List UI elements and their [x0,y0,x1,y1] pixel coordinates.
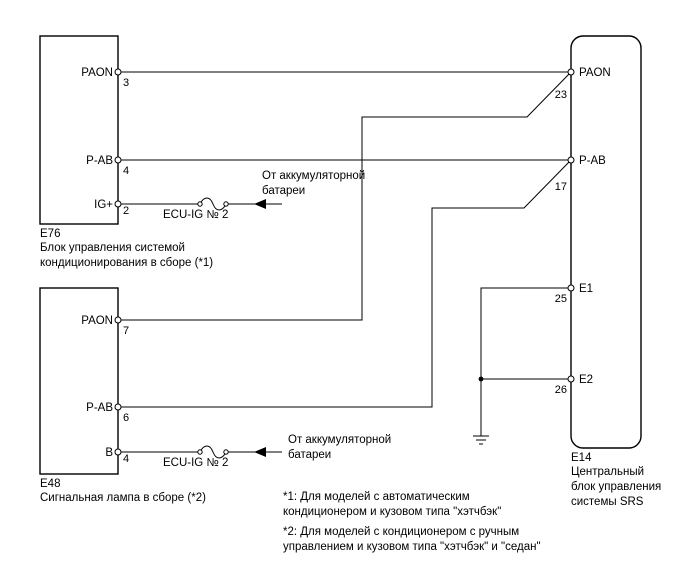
e76-component-name-line1: Блок управления системой [40,242,185,254]
e48-pin-signal-pab: P-AB [86,402,113,414]
wire-e48-pab-to-e14-pab [118,159,572,408]
e48-pin-number-b: 4 [123,453,129,465]
e48-component-name: Сигнальная лампа в сборе (*2) [40,492,206,504]
e14-pin-number-paon: 23 [555,89,567,101]
footnote-2-line1: *2: Для моделей с кондиционером с ручным [283,526,519,538]
e14-terminal-e2 [567,375,575,383]
wire-e14-e1-to-ground [480,287,571,436]
terminals [114,68,575,456]
e48-pin-number-pab: 6 [123,412,129,424]
ground-icon [473,435,489,445]
e76-pin-number-paon: 3 [123,77,129,89]
e48-fuse-label: ECU-IG № 2 [163,457,228,469]
e48-fuse-symbol [197,445,229,459]
e76-fuse-symbol [197,197,229,211]
e76-battery-label-line1: От аккумуляторной [262,170,365,182]
e14-pin-signal-pab: P-AB [579,155,606,167]
e14-terminal-e1 [567,284,575,292]
footnote-1-line1: *1: Для моделей с автоматическим [283,491,470,503]
e14-terminal-pab [567,156,575,164]
e48-warning-lamp-box [39,287,119,475]
e48-component-code: E48 [40,478,60,490]
e48-pin-number-paon: 7 [123,325,129,337]
e48-terminal-paon [114,316,122,324]
e14-pin-number-e2: 26 [555,384,567,396]
e14-component-code: E14 [571,452,592,464]
e76-fuse-label: ECU-IG № 2 [163,209,228,221]
footnote-1-line2: кондиционером и кузовом типа "хэтчбэк" [283,506,501,518]
e48-battery-label-line1: От аккумуляторной [288,434,391,446]
e14-pin-signal-e1: E1 [579,283,593,295]
e14-pin-signal-e2: E2 [579,374,593,386]
e14-terminal-paon [567,68,575,76]
e76-pin-signal-pab: P-AB [86,155,113,167]
ground-junction-dot [478,376,484,382]
e14-pin-number-e1: 25 [555,293,567,305]
e48-battery-label-line2: батареи [288,449,331,461]
footnote-2-line2: управлением и кузовом типа "хэтчбэк" и "… [283,541,541,553]
e48-pin-signal-paon: PAON [81,315,113,327]
e14-srs-center-unit-box [570,35,642,449]
e76-battery-label-line2: батареи [262,185,305,197]
e14-component-name-line3: системы SRS [571,496,644,508]
e76-terminal-pab [114,156,122,164]
e48-terminal-pab [114,403,122,411]
e48-terminal-b [114,448,122,456]
e76-terminal-ig [114,200,122,208]
e76-battery-arrow-icon [254,199,266,209]
e76-component-code: E76 [40,228,60,240]
e76-pin-number-ig: 2 [123,205,129,217]
e76-ac-control-unit-box [39,35,119,225]
wire-e48-paon-to-e14-paon [118,71,572,321]
e14-component-name-line2: блок управления [571,481,661,493]
e76-pin-signal-paon: PAON [81,67,113,79]
e76-component-name-line2: кондиционирования в сборе (*1) [40,257,213,269]
e48-battery-arrow-icon [254,447,266,457]
e76-terminal-paon [114,68,122,76]
e14-component-name-line1: Центральный [571,466,644,478]
e14-pin-signal-paon: PAON [579,67,611,79]
e76-pin-number-pab: 4 [123,165,129,177]
e14-pin-number-pab: 17 [555,181,567,193]
e48-pin-signal-b: B [105,447,113,459]
e76-pin-signal-ig: IG+ [94,199,113,211]
